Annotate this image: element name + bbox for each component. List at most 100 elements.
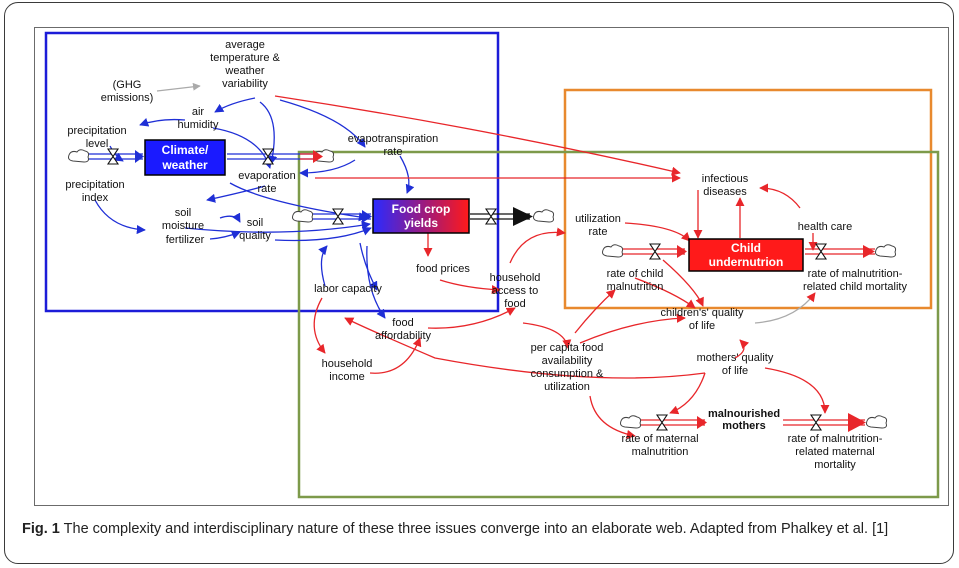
link-labor-income <box>313 297 326 354</box>
svg-text:quality: quality <box>239 230 271 242</box>
svg-text:precipitation: precipitation <box>65 179 124 191</box>
svg-text:undernutrion: undernutrion <box>709 255 784 269</box>
svg-text:malnutrition: malnutrition <box>632 446 689 458</box>
label-health-care: health care <box>798 221 852 233</box>
svg-text:consumption &: consumption & <box>531 368 604 380</box>
link-humidity-precip <box>139 118 186 127</box>
link-mothers-children <box>734 339 750 359</box>
figure-card: Climate/ weather Food crop yields Child … <box>4 2 954 564</box>
svg-text:(GHG: (GHG <box>113 79 142 91</box>
link-evapotrans-evap <box>299 159 356 178</box>
cloud-icon <box>533 209 555 223</box>
svg-text:mortality: mortality <box>814 459 856 471</box>
svg-text:malnourished: malnourished <box>708 408 780 420</box>
svg-text:income: income <box>329 371 364 383</box>
svg-text:infectious: infectious <box>702 173 749 185</box>
link-food-labor <box>359 242 378 291</box>
svg-text:of life: of life <box>722 365 748 377</box>
link-health-infect <box>759 183 801 209</box>
svg-text:weather: weather <box>161 158 208 172</box>
svg-text:temperature &: temperature & <box>210 52 280 64</box>
valve-icons <box>106 148 828 431</box>
link-ratechild-qol <box>634 277 696 309</box>
svg-text:level: level <box>86 138 109 150</box>
svg-text:evapotranspiration: evapotranspiration <box>348 133 439 145</box>
label-labor-capacity: labor capacity <box>314 283 382 295</box>
svg-text:rate of child: rate of child <box>607 268 664 280</box>
label-rate-child-mortality: rate of malnutrition-related child morta… <box>803 268 907 293</box>
link-income-afford <box>369 337 422 374</box>
valve-icon <box>648 243 662 260</box>
valve-icon <box>809 414 823 431</box>
svg-text:household: household <box>322 358 373 370</box>
valve-icon <box>331 208 345 225</box>
svg-text:rate of malnutrition-: rate of malnutrition- <box>788 433 883 445</box>
link-mothers-maternal <box>669 372 706 415</box>
cloud-icons <box>68 149 897 429</box>
causal-loop-figure: Climate/ weather Food crop yields Child … <box>34 27 949 506</box>
link-index-soilmoist <box>94 199 146 235</box>
svg-text:access to: access to <box>492 285 538 297</box>
link-afford-access <box>427 307 516 329</box>
svg-text:yields: yields <box>404 216 438 230</box>
svg-text:air: air <box>192 106 205 118</box>
link-percap-qol <box>579 313 686 344</box>
valve-icon <box>261 148 275 165</box>
stock-food-crop-yields: Food crop yields <box>372 198 470 234</box>
link-percap-maternal <box>589 395 636 439</box>
link-temp-infectious <box>274 95 681 176</box>
cloud-icon <box>602 244 624 258</box>
svg-text:of life: of life <box>689 320 715 332</box>
link-util-child <box>624 222 691 242</box>
link-percap-ratechild <box>574 289 616 334</box>
link-soilqual-food <box>274 226 372 242</box>
svg-text:variability: variability <box>222 78 268 90</box>
cloud-icon <box>620 415 642 429</box>
cloud-icon <box>866 415 888 429</box>
link-prices-access <box>439 279 501 295</box>
valve-icon <box>106 148 120 165</box>
svg-text:rate: rate <box>384 146 403 158</box>
link-qol-mortality <box>754 292 816 324</box>
figure-caption: Fig. 1 The complexity and interdisciplin… <box>22 520 942 539</box>
link-access-percap <box>522 322 572 349</box>
link-soilmoist-food <box>184 220 371 233</box>
svg-text:Climate/: Climate/ <box>162 143 209 157</box>
svg-text:malnutrition: malnutrition <box>607 281 664 293</box>
link-food-afford <box>366 245 386 319</box>
svg-text:affordability: affordability <box>375 330 432 342</box>
link-evap-soilmoist <box>206 185 266 203</box>
flow-arrowheads <box>135 150 875 432</box>
svg-text:food: food <box>504 298 525 310</box>
link-labor-food <box>318 245 328 287</box>
svg-text:rate of maternal: rate of maternal <box>621 433 698 445</box>
label-food-prices: food prices <box>416 263 470 275</box>
food-security-boundary-box <box>297 150 940 499</box>
svg-text:household: household <box>490 272 541 284</box>
svg-text:soil: soil <box>247 217 264 229</box>
caption-text: The complexity and interdisciplinary nat… <box>59 521 889 537</box>
flow-pipes <box>80 153 875 426</box>
svg-text:mothers: mothers <box>722 420 765 432</box>
svg-text:Food crop: Food crop <box>392 202 451 216</box>
link-fert-soilqual <box>209 230 241 240</box>
link-soilmoist-soilqual <box>219 212 241 223</box>
link-ghg-temp <box>156 82 201 92</box>
stock-child-undernutrition: Child undernutrion <box>688 238 804 272</box>
link-mothers-labor <box>344 317 706 379</box>
svg-text:related child mortality: related child mortality <box>803 281 907 293</box>
